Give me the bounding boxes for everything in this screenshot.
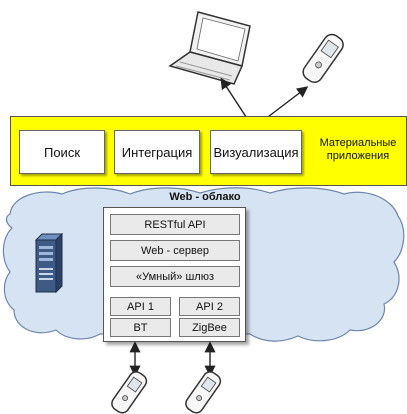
mobile-device-zigbee-icon [185, 371, 222, 414]
visualization-button[interactable]: Визуализация [210, 130, 302, 174]
material-apps-label-line2: приложения [326, 150, 390, 162]
material-apps-label-line1: Материальные [319, 137, 397, 149]
web-server-layer: Web - сервер [110, 240, 240, 261]
smart-gateway-layer: «Умный» шлюз [110, 266, 240, 287]
laptop-icon [168, 11, 251, 85]
mobile-device-bt-icon [111, 371, 148, 414]
api1-cell: API 1 [110, 297, 171, 316]
api2-cell: API 2 [179, 297, 240, 316]
restful-api-layer: RESTful API [110, 214, 240, 235]
material-apps-label: Материальные приложения [306, 137, 407, 163]
zigbee-cell: ZigBee [179, 318, 240, 337]
search-button[interactable]: Поиск [19, 130, 105, 174]
cloud-title: Web - облако [169, 191, 241, 203]
server-icon [34, 232, 64, 294]
integration-button[interactable]: Интеграция [114, 130, 200, 174]
mobile-device-icon [302, 33, 344, 84]
bt-cell: BT [110, 318, 171, 337]
